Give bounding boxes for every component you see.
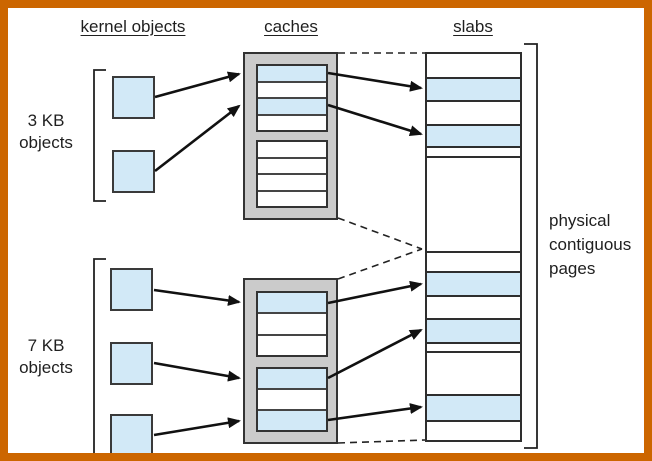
- cache-3kb-slab-1: [256, 64, 328, 132]
- cache-slot-empty: [258, 113, 326, 130]
- arrow-cache7kb-row6-to-slab: [327, 403, 423, 422]
- side-label-line-1: physical: [549, 211, 611, 230]
- group-label-3kb-word: objects: [19, 133, 73, 152]
- kernel-object-7kb-3: [110, 414, 153, 453]
- dashed-connector-mid-lower: [337, 248, 423, 280]
- arrow-cache7kb-row1-to-slab: [327, 280, 423, 305]
- group-label-3kb-size: 3 KB: [27, 111, 65, 130]
- bracket-physical-pages: [524, 43, 538, 449]
- bracket-7kb-group: [93, 258, 106, 453]
- cache-slot-filled: [258, 293, 326, 313]
- group-label-7kb-word: objects: [19, 358, 73, 377]
- cache-slot-empty: [258, 312, 326, 334]
- cache-slot-filled: [258, 97, 326, 114]
- cache-slot-empty: [258, 388, 326, 409]
- dashed-connector-mid-upper: [337, 217, 423, 250]
- side-label-line-2: contiguous: [549, 235, 632, 254]
- arrow-3kb-obj1-to-cache: [154, 71, 241, 99]
- page-segment-empty: [427, 156, 520, 251]
- page-segment-empty: [427, 54, 520, 77]
- slabs-header: slabs: [453, 17, 493, 36]
- page-segment-empty: [427, 251, 520, 271]
- arrow-7kb-obj3-to-cache: [153, 417, 241, 437]
- page-segment-filled: [427, 318, 520, 342]
- physical-contiguous-pages-label: physical contiguous pages: [549, 209, 644, 281]
- page-segment-filled: [427, 124, 520, 146]
- cache-slot-empty: [258, 142, 326, 157]
- caches-header: caches: [264, 17, 318, 36]
- kernel-object-3kb-2: [112, 150, 155, 193]
- cache-slot-filled: [258, 66, 326, 81]
- page-segment-filled: [427, 271, 520, 295]
- arrow-cache7kb-row4-to-slab: [327, 328, 423, 380]
- group-label-7kb-size: 7 KB: [27, 336, 65, 355]
- arrow-7kb-obj1-to-cache: [153, 288, 241, 306]
- page-segment-empty: [427, 146, 520, 156]
- page-segment-empty: [427, 420, 520, 440]
- cache-slot-empty: [258, 80, 326, 97]
- cache-slot-empty: [258, 173, 326, 190]
- cache-3kb: [243, 52, 338, 220]
- arrow-7kb-obj2-to-cache: [153, 361, 241, 382]
- arrow-cache3kb-row3-to-slab: [327, 103, 423, 136]
- physical-pages-column: [425, 52, 522, 442]
- page-segment-filled: [427, 394, 520, 420]
- kernel-object-7kb-2: [110, 342, 153, 385]
- page-segment-filled: [427, 77, 520, 100]
- cache-7kb-slab-1: [256, 291, 328, 357]
- group-label-3kb: 3 KB objects: [8, 110, 84, 154]
- page-segment-empty: [427, 295, 520, 318]
- bracket-3kb-group: [93, 69, 106, 202]
- kernel-object-3kb-1: [112, 76, 155, 119]
- page-segment-empty: [427, 100, 520, 124]
- page-segment-empty: [427, 351, 520, 394]
- page-segment-empty: [427, 342, 520, 351]
- cache-7kb: [243, 278, 338, 444]
- cache-3kb-slab-2: [256, 140, 328, 208]
- group-label-7kb: 7 KB objects: [8, 335, 84, 379]
- dashed-connector-bottom: [337, 439, 426, 444]
- cache-7kb-slab-2: [256, 367, 328, 432]
- cache-slot-empty: [258, 333, 326, 355]
- side-label-line-3: pages: [549, 259, 596, 278]
- arrow-3kb-obj2-to-cache: [154, 104, 241, 173]
- kernel-object-7kb-1: [110, 268, 153, 311]
- cache-slot-filled: [258, 409, 326, 430]
- arrow-cache3kb-row1-to-slab: [327, 71, 423, 92]
- cache-slot-filled: [258, 369, 326, 388]
- cache-slot-empty: [258, 156, 326, 173]
- cache-slot-empty: [258, 189, 326, 206]
- kernel-objects-header: kernel objects: [80, 17, 186, 36]
